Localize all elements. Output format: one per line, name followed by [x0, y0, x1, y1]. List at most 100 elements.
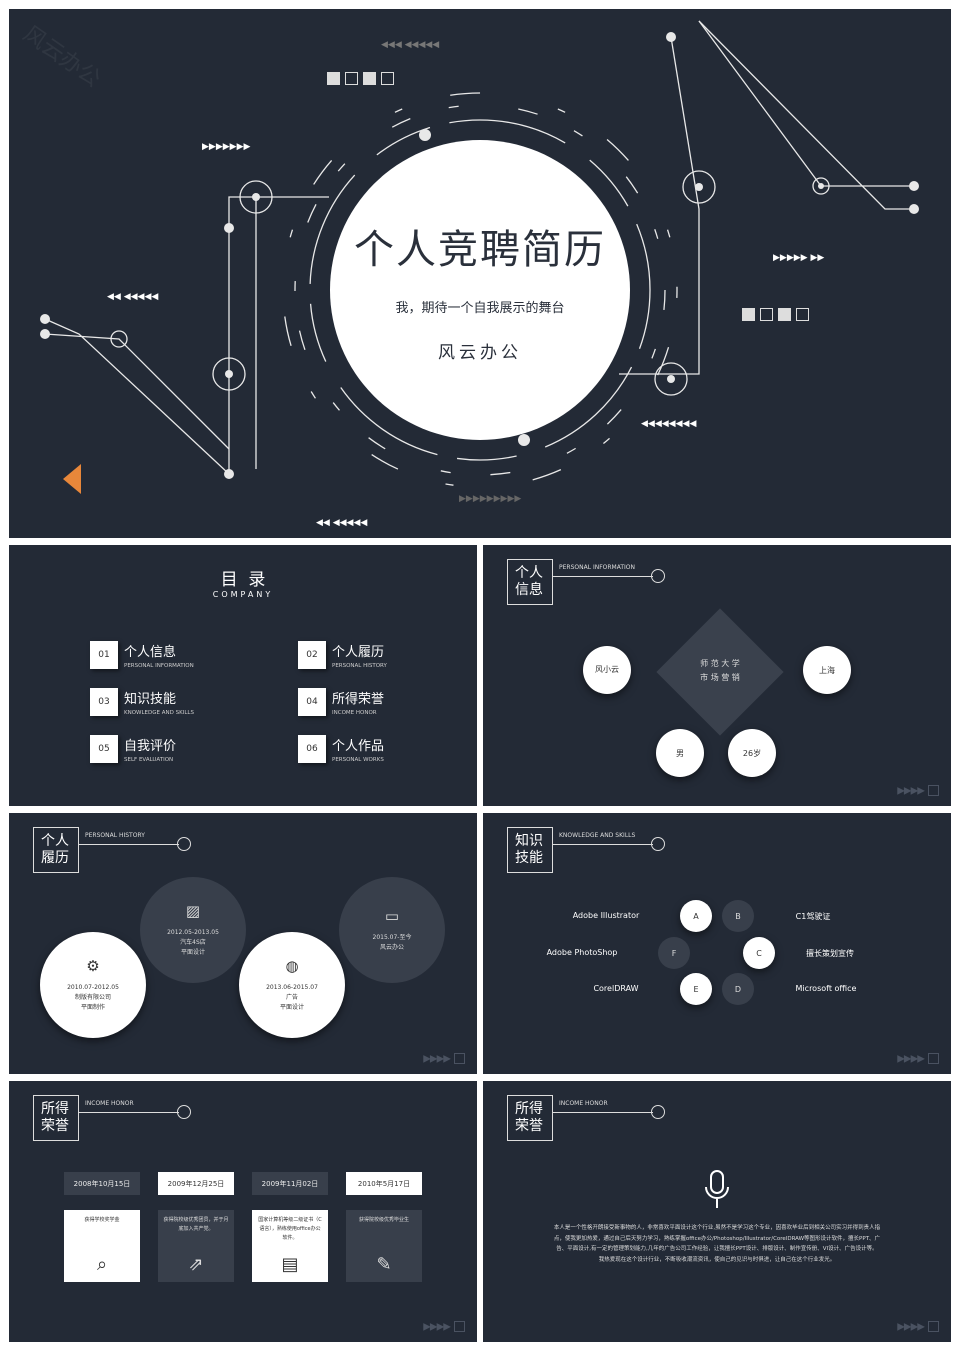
header-en: PERSONAL HISTORY: [85, 832, 145, 839]
toc-number: 05: [90, 735, 118, 763]
toc-item-en: PERSONAL WORKS: [332, 757, 384, 763]
toc-title: 目 录: [220, 570, 266, 590]
cover-brand: 风云办公: [438, 343, 522, 363]
history-circle: ⚙ 2010.07-2012.05 制版有限公司 平面制作: [40, 932, 146, 1038]
arrows-decoration: ◀◀ ◀◀◀◀◀: [107, 292, 159, 302]
header-en: INCOME HONOR: [85, 1100, 134, 1107]
footer-arrows: ▶▶▶▶: [423, 1320, 465, 1332]
toc-item-title: 知识技能: [124, 692, 177, 707]
history-circle: ▭ 2015.07-至今 风云办公: [339, 877, 445, 983]
footer-text: ▶▶▶▶: [897, 785, 925, 796]
history-org: 制版有限公司: [74, 994, 111, 1001]
footer-arrows: ▶▶▶▶: [897, 1320, 939, 1332]
history-org: 广告: [285, 994, 298, 1001]
squares-decoration: [742, 308, 809, 321]
toc-number: 02: [298, 641, 326, 669]
title-circle: 个人竞聘简历 我，期待一个自我展示的舞台 风云办公: [330, 140, 630, 440]
city-circle: 上海: [803, 646, 851, 694]
header-line2: 技能: [515, 850, 543, 866]
header-dot: [651, 837, 665, 851]
toc-number: 01: [90, 641, 118, 669]
cover-title: 个人竞聘简历: [354, 227, 606, 273]
header-line: [79, 1112, 179, 1113]
header-dot: [177, 1105, 191, 1119]
history-circle: ◍ 2013.06-2015.07 广告 平面设计: [239, 932, 345, 1038]
skill-label-left: CorelDRAW: [593, 984, 639, 993]
header-line2: 履历: [41, 850, 69, 866]
globe-icon: ◍: [285, 957, 299, 975]
gear-icon: ⚙: [86, 957, 100, 975]
section-header: 所得荣誉: [33, 1095, 79, 1141]
honor-text: 获得院校级优秀团员，并于月底加入共产党。: [163, 1217, 229, 1232]
honor-text: 获得学校奖学金: [84, 1217, 120, 1223]
cover-subtitle: 我，期待一个自我展示的舞台: [395, 301, 565, 316]
history-date: 2010.07-2012.05: [67, 984, 119, 991]
honor-card: 国家计算机等级二级证书（C语言），熟练使用office办公软件。 ▤: [252, 1210, 328, 1282]
header-dot: [651, 1105, 665, 1119]
toc-item-title: 个人信息: [124, 645, 177, 660]
header-dot: [177, 837, 191, 851]
honor-card: 获得学校奖学金 ⌕: [64, 1210, 140, 1282]
skill-circle: C: [743, 937, 775, 969]
header-line2: 荣誉: [515, 1118, 543, 1134]
header-line1: 个人: [41, 833, 69, 849]
footer-text: ▶▶▶▶: [897, 1321, 925, 1332]
image-icon: ▨: [185, 902, 201, 920]
header-en: PERSONAL INFORMATION: [559, 564, 636, 571]
history-date: 2013.06-2015.07: [266, 984, 318, 991]
section-header: 所得荣誉: [507, 1095, 553, 1141]
header-line1: 个人: [515, 565, 543, 581]
section-header: 知识技能: [507, 827, 553, 873]
header-line1: 知识: [515, 833, 543, 849]
info-slide: 个人信息 PERSONAL INFORMATION 风小云 师 范 大 学市 场…: [483, 545, 951, 806]
header-line: [79, 844, 179, 845]
history-circle: ▨ 2012.05-2013.05 汽车4S店 平面设计: [140, 877, 246, 983]
evaluation-text: 本人是一个性格开朗接受新事物的人，非常喜欢平面设计这个行业,虽然不是学习这个专业…: [551, 1223, 883, 1265]
toc-number: 06: [298, 735, 326, 763]
toc-item-en: PERSONAL INFORMATION: [124, 663, 194, 669]
eval-paragraph-2: 我热爱现在这个设计行业，不断吸收潮流资讯，使自己的见识与时俱进，让自己在这个行业…: [598, 1256, 836, 1263]
honor-date: 2008年10月15日: [64, 1172, 140, 1195]
school: 师 范 大 学: [700, 659, 740, 668]
header-line: [553, 844, 653, 845]
pencil-icon: ✎: [376, 1254, 392, 1275]
header-line2: 信息: [515, 582, 543, 598]
history-date: 2012.05-2013.05: [167, 929, 219, 936]
share-icon: ⇗: [188, 1254, 204, 1275]
skill-circle: A: [680, 900, 712, 932]
skill-label-left: Adobe Illustrator: [572, 911, 640, 920]
toc-item-title: 所得荣誉: [332, 692, 385, 707]
footer-text: ▶▶▶▶: [423, 1053, 451, 1064]
footer-arrows: ▶▶▶▶: [897, 784, 939, 796]
toc-item[interactable]: 01 个人信息 PERSONAL INFORMATION: [90, 641, 194, 669]
skill-circle: E: [680, 973, 712, 1005]
arrows-decoration: ▶▶▶▶▶▶▶: [202, 142, 251, 152]
history-org: 风云办公: [379, 944, 404, 951]
header-en: INCOME HONOR: [559, 1100, 608, 1107]
honor-date: 2010年5月17日: [346, 1172, 422, 1195]
speaker-icon[interactable]: [63, 464, 81, 494]
skill-label-left: Adobe PhotoShop: [546, 948, 618, 957]
arrows-decoration: ◀◀◀◀◀◀◀◀: [641, 419, 697, 429]
honor-date: 2009年12月25日: [158, 1172, 234, 1195]
honor-text: 国家计算机等级二级证书（C语言），熟练使用office办公软件。: [258, 1217, 322, 1241]
skill-label-right: Microsoft office: [795, 984, 857, 993]
history-slide: 个人履历 PERSONAL HISTORY ⚙ 2010.07-2012.05 …: [9, 813, 477, 1074]
header-en: KNOWLEDGE AND SKILLS: [559, 832, 636, 839]
header-line: [553, 1112, 653, 1113]
arrows-decoration: ◀◀◀ ◀◀◀◀◀: [381, 40, 440, 50]
section-header: 个人信息: [507, 559, 553, 605]
honor-date: 2009年11月02日: [252, 1172, 328, 1195]
honor-slide: 所得荣誉 INCOME HONOR 2008年10月15日 获得学校奖学金 ⌕ …: [9, 1081, 477, 1342]
history-role: 平面设计: [279, 1004, 304, 1011]
footer-arrows: ▶▶▶▶: [423, 1052, 465, 1064]
toc-subtitle: COMPANY: [212, 590, 274, 599]
footer-text: ▶▶▶▶: [897, 1053, 925, 1064]
honor-text: 获得院校级优秀毕业生: [358, 1217, 409, 1223]
